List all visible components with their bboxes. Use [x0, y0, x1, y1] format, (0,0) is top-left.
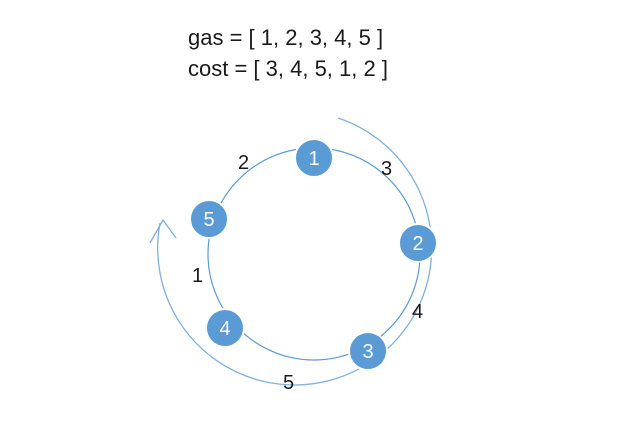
station-label-3: 3: [362, 341, 373, 363]
edge-label-1-2: 3: [381, 158, 392, 180]
station-node-4: 4: [205, 308, 245, 348]
station-node-2: 2: [398, 223, 438, 263]
edge-label-5-1: 2: [238, 152, 249, 174]
gas-array-text: gas = [ 1, 2, 3, 4, 5 ]: [188, 25, 384, 50]
edge-label-4-5: 1: [192, 265, 203, 287]
station-node-5: 5: [189, 199, 229, 239]
station-label-1: 1: [308, 148, 319, 170]
edge-label-2-3: 4: [412, 301, 423, 323]
station-label-2: 2: [412, 233, 423, 255]
station-label-4: 4: [219, 318, 230, 340]
array-definitions: gas = [ 1, 2, 3, 4, 5 ] cost = [ 3, 4, 5…: [188, 22, 488, 84]
station-node-3: 3: [348, 331, 388, 371]
cost-array-text: cost = [ 3, 4, 5, 1, 2 ]: [188, 56, 388, 81]
edge-label-3-4: 5: [283, 372, 294, 394]
station-node-1: 1: [294, 138, 334, 178]
station-label-5: 5: [203, 209, 214, 231]
